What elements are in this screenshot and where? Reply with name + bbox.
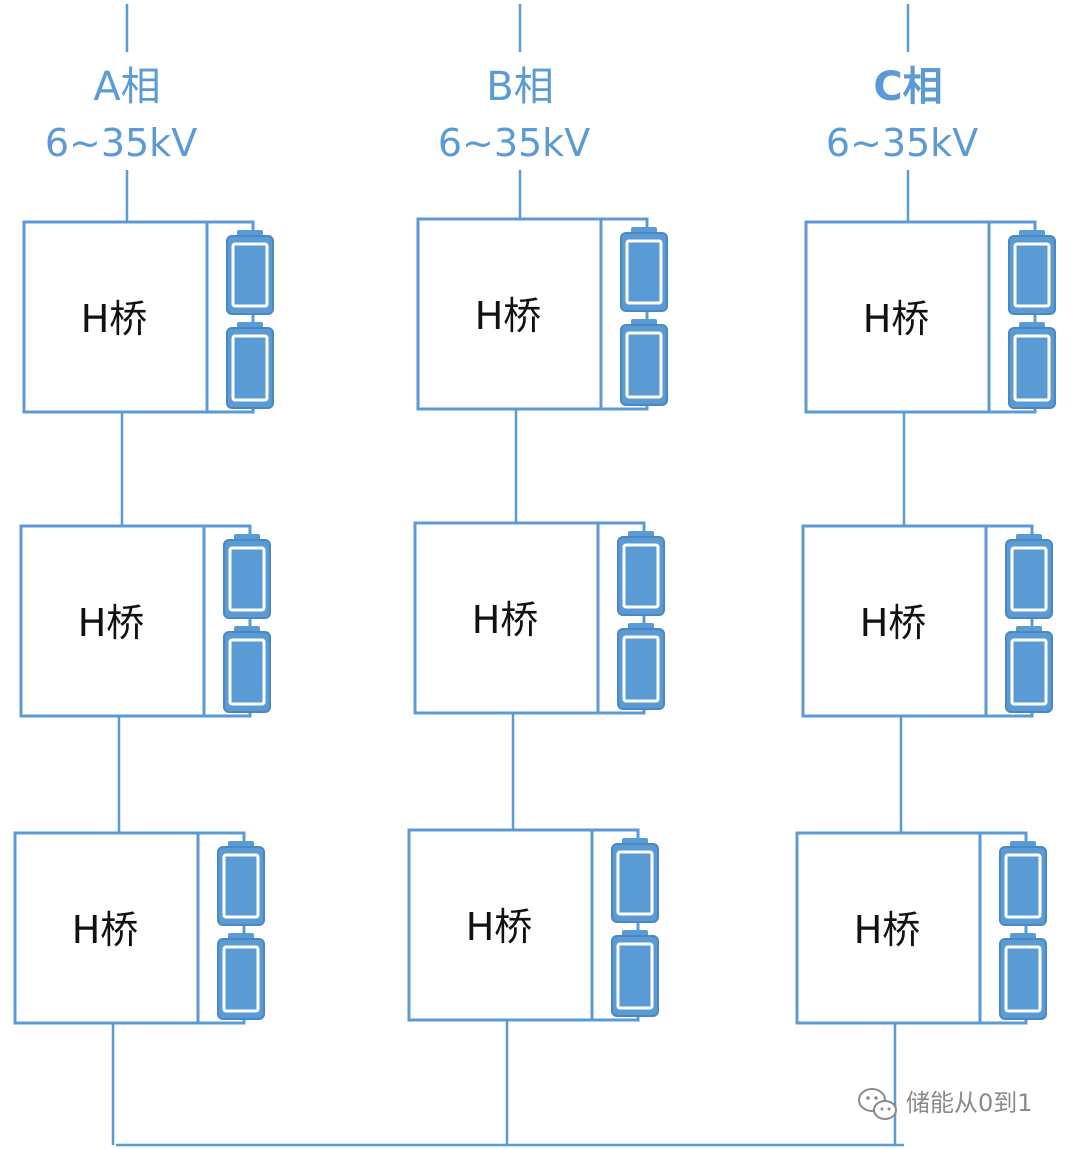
battery-cell-inner xyxy=(616,942,654,1010)
h-bridge-label: H桥 xyxy=(72,908,139,952)
phase-b-voltage: 6~35kV xyxy=(438,121,590,165)
h-bridge-box xyxy=(801,524,988,718)
phase-a-name: A相 xyxy=(93,64,160,110)
h-bridge-label: H桥 xyxy=(860,601,927,645)
h-bridge-label: H桥 xyxy=(475,294,542,338)
battery-cell-inner xyxy=(1010,638,1048,706)
battery-cell-inner xyxy=(222,945,260,1013)
h-bridge-box xyxy=(795,831,982,1025)
h-bridge-module: H桥 xyxy=(19,524,271,718)
phase-b-name: B相 xyxy=(486,64,553,110)
phase-a-voltage: 6~35kV xyxy=(45,121,197,165)
battery-cell-inner xyxy=(231,242,269,308)
h-bridge-module: H桥 xyxy=(801,524,1053,718)
h-bridge-label: H桥 xyxy=(81,297,148,341)
h-bridge-module: H桥 xyxy=(13,831,265,1025)
h-bridge-label: H桥 xyxy=(472,598,539,642)
wiring xyxy=(111,4,910,1147)
battery-cell-inner xyxy=(228,638,266,706)
h-bridge-box xyxy=(416,217,603,411)
h-bridge-module: H桥 xyxy=(22,220,274,414)
h-bridge-module: H桥 xyxy=(795,831,1047,1025)
h-bridge-box xyxy=(22,220,209,414)
wechat-icon xyxy=(858,1088,897,1120)
battery-cell-inner xyxy=(222,853,260,919)
h-bridge-module: H桥 xyxy=(804,220,1056,414)
h-bridge-module: H桥 xyxy=(413,521,665,715)
watermark: 储能从0到1 xyxy=(858,1088,1033,1120)
h-bridge-module: H桥 xyxy=(407,828,659,1022)
h-bridge-box xyxy=(19,524,206,718)
battery-cell-inner xyxy=(622,543,660,609)
h-bridge-label: H桥 xyxy=(854,908,921,952)
h-bridge-box xyxy=(804,220,991,414)
battery-cell-inner xyxy=(625,239,663,305)
battery-cell-inner xyxy=(616,850,654,916)
phase-c-voltage: 6~35kV xyxy=(826,121,978,165)
h-bridge-label: H桥 xyxy=(78,601,145,645)
h-bridge-label: H桥 xyxy=(863,297,930,341)
battery-cell-inner xyxy=(1004,945,1042,1013)
battery-cell-inner xyxy=(1004,853,1042,919)
battery-cell-inner xyxy=(1013,242,1051,308)
phase-labels: A相 6~35kV B相 6~35kV C相 6~35kV xyxy=(45,64,978,165)
battery-cell-inner xyxy=(1010,546,1048,612)
battery-cell-inner xyxy=(625,331,663,399)
battery-cell-inner xyxy=(228,546,266,612)
h-bridge-box xyxy=(13,831,200,1025)
watermark-text: 储能从0到1 xyxy=(906,1089,1033,1117)
battery-cell-inner xyxy=(622,635,660,703)
battery-cell-inner xyxy=(231,334,269,402)
h-bridge-label: H桥 xyxy=(466,905,533,949)
module-stacks: H桥 H桥 H桥 H桥 H桥 H桥 H桥 H桥 H桥 xyxy=(13,217,1056,1025)
h-bridge-module: H桥 xyxy=(416,217,668,411)
h-bridge-box xyxy=(413,521,600,715)
phase-c-name: C相 xyxy=(873,64,942,110)
battery-cell-inner xyxy=(1013,334,1051,402)
